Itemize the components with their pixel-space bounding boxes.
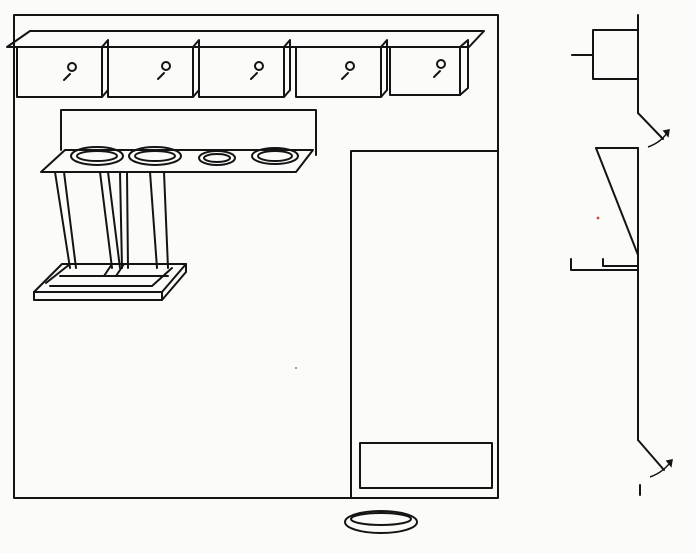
key-mark (64, 74, 70, 80)
wall-cabinet-1[interactable] (17, 40, 108, 97)
diagonal-brace (596, 148, 638, 255)
tall-cabinet-drawer[interactable] (360, 443, 492, 488)
basin-3[interactable] (199, 151, 235, 165)
wall-cabinets (17, 40, 468, 97)
key-mark (434, 71, 440, 77)
knob-icon (255, 62, 263, 70)
backsplash-panel (61, 110, 316, 155)
knob-icon (346, 62, 354, 70)
door-swing-arrow-icon (650, 460, 672, 477)
wall-cabinet-profile (593, 30, 638, 79)
basin-1[interactable] (71, 147, 123, 165)
basin-4[interactable] (252, 148, 298, 164)
key-mark (251, 73, 257, 79)
key-mark (342, 73, 348, 79)
top-shelf (7, 31, 484, 47)
wall-cabinet-2[interactable] (108, 40, 199, 97)
knob-icon (162, 62, 170, 70)
wall-cabinet-5[interactable] (390, 40, 468, 95)
door-swing-arrow-icon (648, 130, 669, 147)
tall-cabinet[interactable] (351, 151, 497, 498)
paper-speck (295, 367, 297, 369)
basin-shelf (41, 150, 313, 172)
wall-cabinet-4[interactable] (296, 40, 387, 97)
basins-on-shelf (71, 147, 298, 165)
cabinet-door-flap (638, 113, 663, 139)
key-mark (158, 73, 164, 79)
hanging-rack[interactable] (34, 264, 186, 300)
basin-2[interactable] (129, 147, 181, 165)
rack-profile (603, 259, 638, 266)
tall-door-flap (638, 440, 664, 470)
paper-speck (596, 216, 600, 220)
knob-icon (437, 60, 445, 68)
door-swing-arrows (648, 130, 672, 477)
side-section (571, 15, 664, 495)
tall-cabinet-door (351, 151, 497, 498)
floor-basin[interactable] (345, 511, 417, 533)
wall-cabinet-3[interactable] (199, 40, 290, 97)
suspension-rods (55, 172, 168, 268)
lower-shelf-profile (571, 259, 638, 270)
knob-icon (68, 63, 76, 71)
wall-frame (14, 15, 498, 498)
